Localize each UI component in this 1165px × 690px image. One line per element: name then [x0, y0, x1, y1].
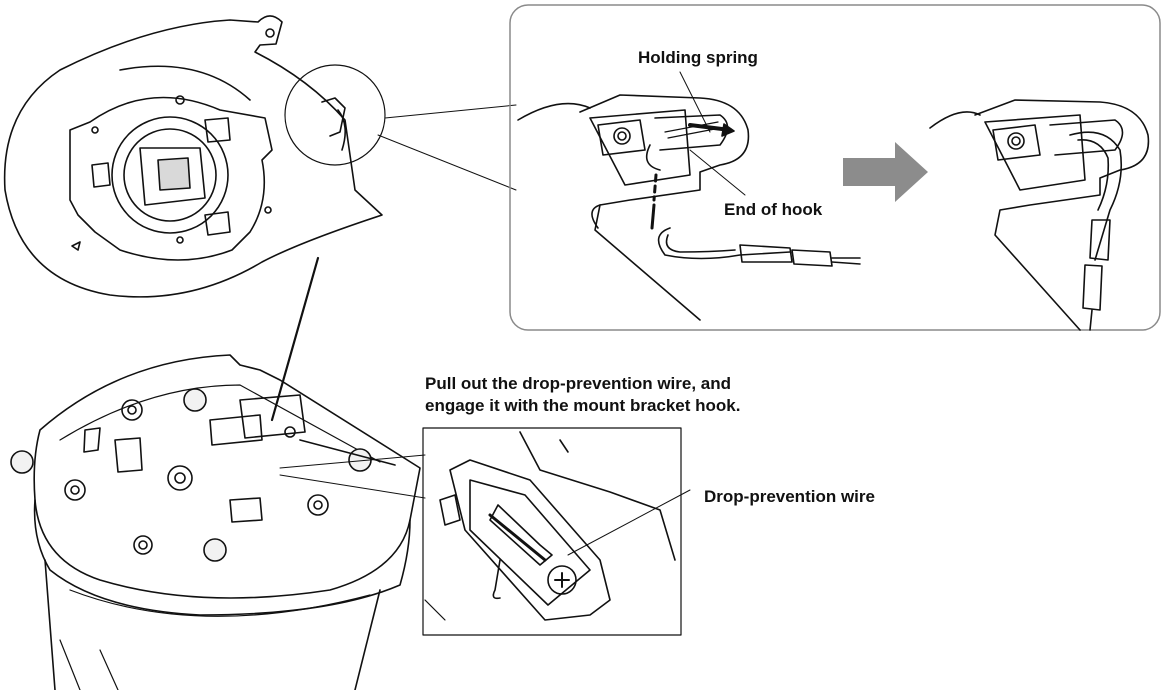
instruction-line-2: engage it with the mount bracket hook.: [425, 396, 741, 415]
detail-panel: [509, 4, 1161, 331]
wire-inset-frame: [422, 427, 682, 636]
camera-base: [10, 354, 426, 690]
label-end-of-hook: End of hook: [724, 200, 823, 219]
zoom-circle: [284, 64, 386, 166]
wire-inset-detail: [424, 431, 691, 621]
progress-arrow: [843, 142, 928, 202]
hook-detail-before: [517, 71, 861, 321]
hook-detail-after: [929, 99, 1150, 331]
label-holding-spring: Holding spring: [638, 48, 758, 67]
instruction-line-1: Pull out the drop-prevention wire, and: [425, 374, 732, 393]
label-drop-prevention-wire: Drop-prevention wire: [704, 487, 875, 506]
drop-prevention-wire-line: [270, 256, 320, 422]
mount-bracket: [3, 15, 383, 298]
instruction-text: Pull out the drop-prevention wire, and e…: [425, 373, 740, 417]
